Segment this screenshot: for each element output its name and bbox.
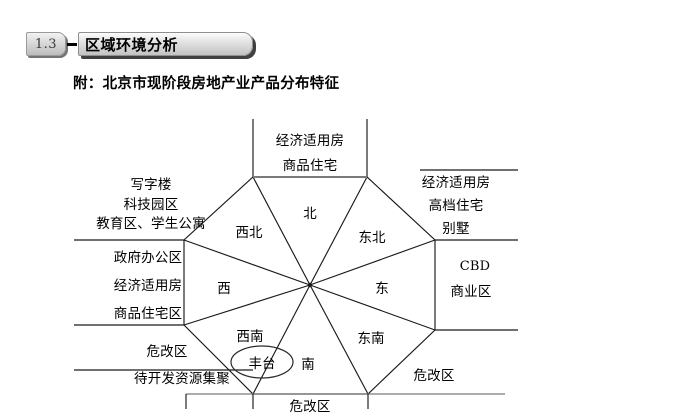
center-label-fengtai: 丰台 — [248, 356, 276, 372]
callout-upper-right-line-3: 别墅 — [442, 221, 470, 237]
callout-lower-left-line-1: 危改区 — [146, 344, 188, 360]
callout-top-line-2: 商品住宅 — [282, 158, 338, 174]
direction-label-south: 南 — [301, 357, 315, 373]
fengtai-highlight-ellipse — [230, 345, 294, 379]
spoke-sw-bottom — [252, 284, 311, 395]
spoke-ne-right — [309, 239, 436, 286]
spoke-se-right — [309, 284, 436, 331]
section-number: 1.3 — [34, 36, 58, 52]
direction-label-east: 东 — [375, 281, 389, 297]
spoke-nw-left — [183, 239, 311, 286]
callout-upper-left-line-3: 教育区、学生公寓 — [96, 216, 206, 232]
direction-label-northwest: 西北 — [235, 225, 263, 241]
heading-dash-icon — [67, 32, 77, 56]
diagram-center-dot — [307, 282, 313, 288]
section-title-chip: 区域环境分析 — [78, 32, 253, 56]
section-title: 区域环境分析 — [85, 35, 179, 54]
direction-label-southeast: 东南 — [357, 331, 385, 347]
callout-bottom-line-1: 危改区 — [289, 399, 331, 415]
callout-lower-left-line-2: 待开发资源集聚 — [134, 371, 230, 387]
spoke-nw-top — [252, 176, 311, 286]
callout-upper-left-line-1: 写字楼 — [130, 177, 172, 193]
section-heading: 1.3 区域环境分析 — [26, 32, 253, 56]
subtitle: 附：北京市现阶段房地产业产品分布特征 — [73, 76, 340, 92]
direction-label-west: 西 — [217, 281, 231, 297]
callout-upper-right-line-1: 经济适用房 — [421, 175, 491, 191]
callout-right-line-2: 商业区 — [450, 284, 492, 300]
spoke-sw-left — [183, 284, 311, 326]
direction-label-northeast: 东北 — [358, 230, 386, 246]
callout-upper-left-line-2: 科技园区 — [123, 197, 179, 213]
callout-left-line-2: 经济适用房 — [113, 278, 183, 294]
spoke-ne-top — [309, 176, 368, 286]
callout-lower-right-line-1: 危改区 — [413, 368, 455, 384]
callout-upper-right-line-2: 高档住宅 — [428, 198, 484, 214]
callout-left-line-1: 政府办公区 — [113, 250, 183, 266]
direction-label-north: 北 — [303, 206, 317, 222]
callout-right-line-1: CBD — [459, 259, 491, 274]
callout-top-line-1: 经济适用房 — [275, 133, 345, 149]
callout-left-line-3: 商品住宅区 — [113, 306, 183, 322]
section-number-chip: 1.3 — [26, 32, 66, 56]
spoke-se-bottom — [309, 284, 369, 395]
direction-label-southwest: 西南 — [236, 329, 264, 345]
